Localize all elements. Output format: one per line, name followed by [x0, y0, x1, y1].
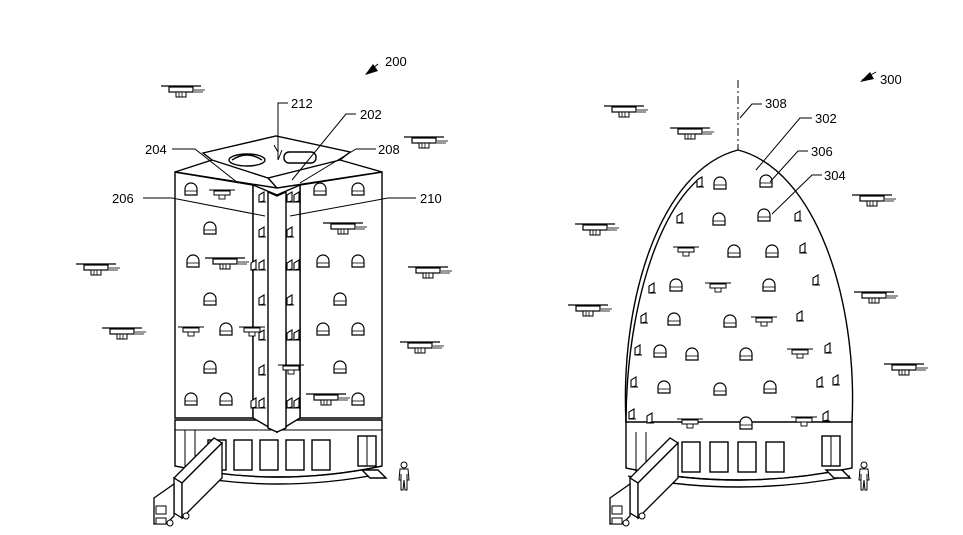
ref-306: 306: [811, 144, 833, 159]
ref-308: 308: [765, 96, 787, 111]
ref-212: 212: [291, 96, 313, 111]
ref-300: 300: [880, 72, 902, 87]
ref-304: 304: [824, 168, 846, 183]
ref-200: 200: [385, 54, 407, 69]
ref-202: 202: [360, 107, 382, 122]
ref-204: 204: [145, 142, 167, 157]
figure-200: [75, 63, 453, 527]
ref-208: 208: [378, 142, 400, 157]
ref-302: 302: [815, 111, 837, 126]
figure-300: [567, 71, 929, 527]
ref-206: 206: [112, 191, 134, 206]
ref-210: 210: [420, 191, 442, 206]
